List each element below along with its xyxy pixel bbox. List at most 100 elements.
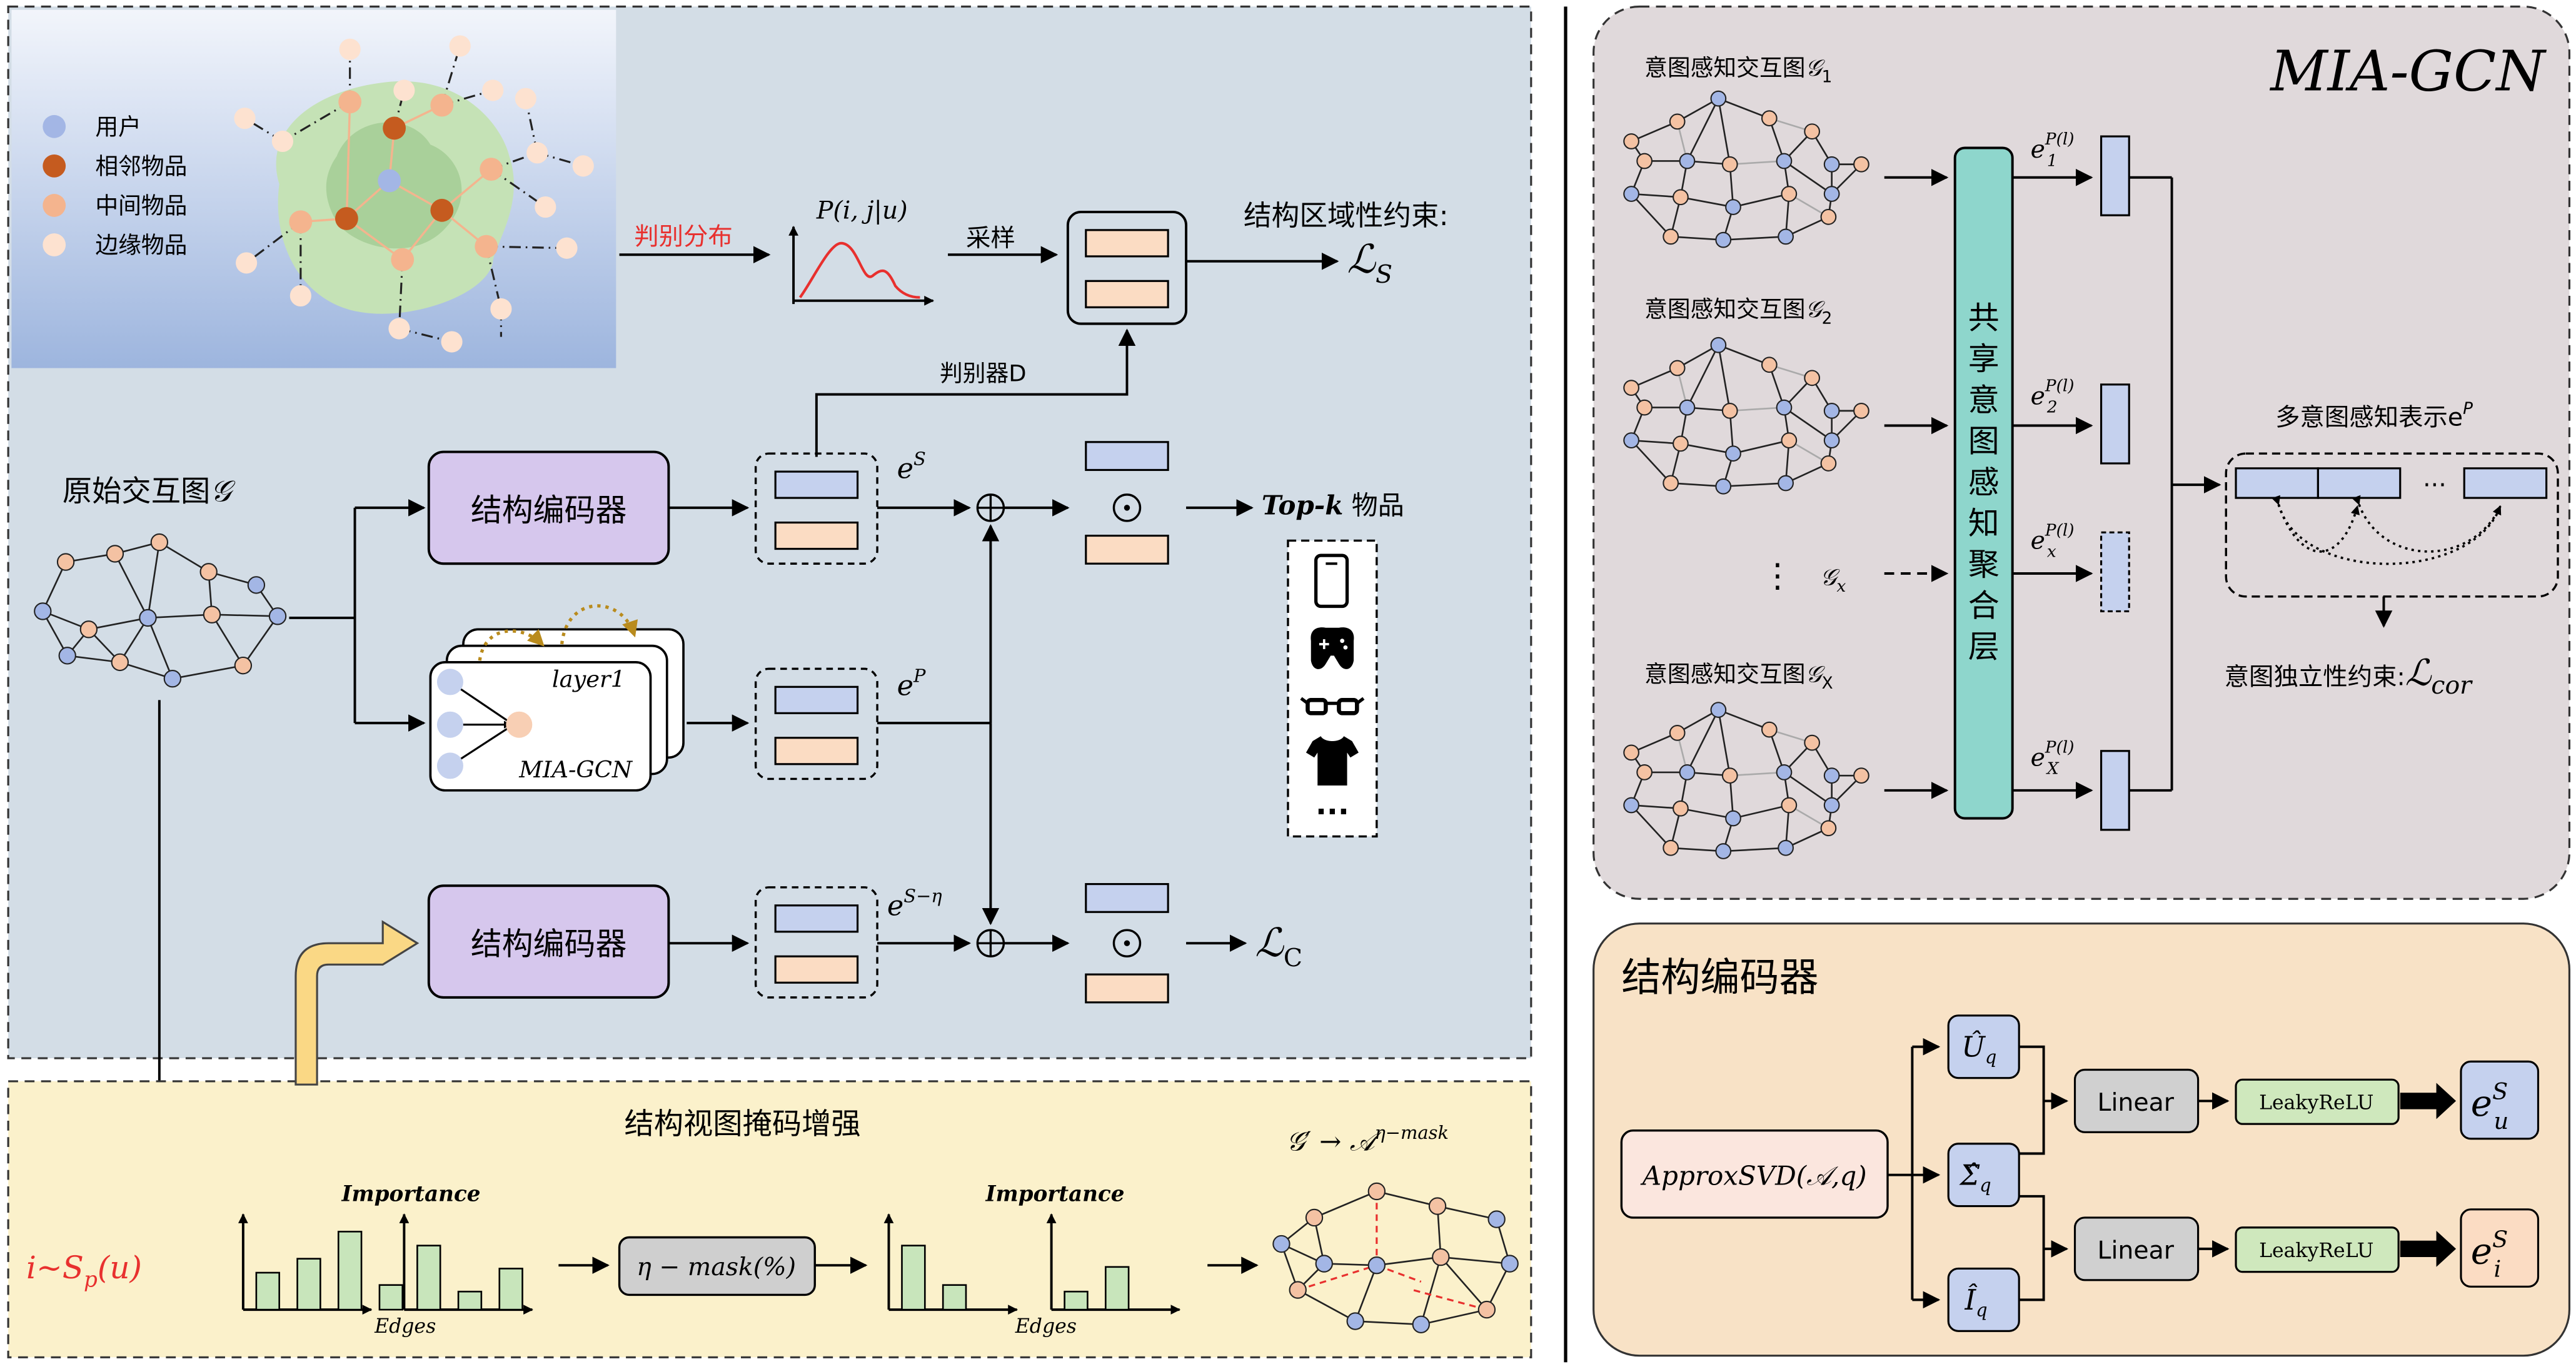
legend-user-label: 用户 (95, 113, 141, 140)
graph-node (1623, 133, 1639, 149)
edges-label-1: Edges (374, 1315, 436, 1338)
legend-edge-label: 边缘物品 (95, 232, 187, 259)
loss-s: ℒS (1347, 236, 1392, 289)
graph-edge (1783, 407, 1833, 442)
graph-edge (1723, 847, 1786, 852)
graph-edge (1671, 482, 1724, 488)
aggregation-char: 聚 (1968, 547, 2000, 583)
graph-edge (1783, 771, 1833, 806)
struct-encoder-box-2 (427, 884, 670, 999)
graph-node (1673, 800, 1689, 817)
masked-edges (1297, 1191, 1487, 1311)
sigma-hat-label: Σ̂q (1959, 1159, 1991, 1196)
linear-label-2: Linear (2098, 1236, 2175, 1265)
graph-node (1725, 810, 1741, 827)
es-label: eS (897, 448, 926, 485)
prob-curve-axes (788, 226, 934, 306)
yellow-arrow (294, 920, 420, 1086)
importance-chart-4 (1046, 1213, 1181, 1315)
graph-edge (1671, 236, 1724, 241)
graph-node (1823, 432, 1840, 449)
oplus-2 (976, 929, 1005, 957)
graph-node (1823, 186, 1840, 202)
prob-expr: P(i, j|u) (816, 196, 908, 225)
graph-node (1778, 839, 1794, 856)
graph-node (1761, 110, 1778, 127)
graph-edge (1631, 804, 1681, 810)
graph-node (1623, 380, 1639, 396)
vertical-dots: ⋮ (1761, 557, 1794, 595)
glasses-icon (1300, 697, 1365, 715)
graph-node (1804, 734, 1821, 751)
importance-bar (901, 1245, 926, 1311)
original-graph-nodes (34, 533, 287, 688)
graph-node (1853, 767, 1869, 784)
oplus-1 (976, 493, 1005, 522)
tshirt-icon (1306, 736, 1359, 786)
graph-edge (1686, 345, 1719, 408)
es-eta-box (754, 886, 878, 999)
ep-label-2: eP(l)2 (2031, 376, 2075, 417)
graph-node (1761, 721, 1778, 738)
es-eta-rect-blue (774, 904, 859, 933)
phone-icon (1314, 553, 1349, 609)
legend-user-dot (43, 114, 66, 138)
shared-aggregation-layer (1953, 146, 2014, 820)
importance-bar (378, 1284, 404, 1311)
leaky-label-1: LeakyReLU (2259, 1092, 2373, 1114)
graph-edge (1723, 482, 1786, 488)
pred-rect-blue-1 (1085, 441, 1169, 472)
aggregation-char: 共 (1968, 300, 2000, 336)
graph-node (1725, 445, 1741, 462)
graph-node (1761, 356, 1778, 373)
thick-arrow-1 (2400, 1083, 2457, 1119)
graph-node (1823, 403, 1840, 419)
es-eta-label: eS−η (887, 885, 942, 922)
graph-node (1721, 403, 1738, 419)
importance-bar (457, 1290, 483, 1311)
leaky-box-2 (2235, 1226, 2400, 1273)
graph-node (1820, 820, 1837, 837)
mia-loop-1 (478, 629, 545, 661)
graph-label-2: 意图感知交互图𝒢2 (1644, 296, 1832, 328)
es-rect-blue (774, 470, 859, 499)
mask-box (618, 1236, 816, 1296)
graph-node (1776, 399, 1793, 416)
graph-node (1725, 199, 1741, 215)
graph-edge (1723, 236, 1786, 241)
graph-node (1778, 475, 1794, 492)
graph-node (1823, 156, 1840, 173)
odot-1 (1112, 493, 1142, 522)
struct-constraint-label: 结构区域性约束: (1244, 200, 1449, 232)
aggregation-char: 层 (1968, 629, 2000, 665)
intent-graph-2 (1623, 336, 1869, 495)
graph-node (1669, 360, 1686, 376)
intent-graphs (1623, 90, 1869, 859)
intent-graph-1 (1623, 90, 1869, 248)
graph-edge (1729, 771, 1784, 777)
thick-arrow-2 (2400, 1230, 2457, 1267)
importance-bar (1064, 1290, 1089, 1311)
ep-label-1: eP(l)1 (2031, 130, 2075, 170)
graph-node (1679, 764, 1696, 780)
mask-panel (7, 1080, 1532, 1358)
graph-node (1673, 189, 1689, 206)
miagcn-card-label: MIA-GCN (518, 756, 633, 783)
ep-rect-orange (774, 737, 859, 765)
indep-constraint: 意图独立性约束:ℒcor (2225, 652, 2473, 700)
graph-node (1804, 123, 1821, 140)
graph-node (1823, 797, 1840, 814)
graph-node (1710, 336, 1727, 353)
graph-node (1781, 186, 1798, 202)
sample-pair-box (1066, 210, 1188, 325)
graph-edge (1718, 98, 1731, 164)
graph-node (1663, 475, 1679, 492)
mask-box-label: η − mask(%) (636, 1253, 796, 1281)
graph-edge (1671, 847, 1724, 852)
graph-edge (1680, 807, 1734, 819)
graph-node (1804, 370, 1821, 386)
graph-node (1679, 399, 1696, 416)
